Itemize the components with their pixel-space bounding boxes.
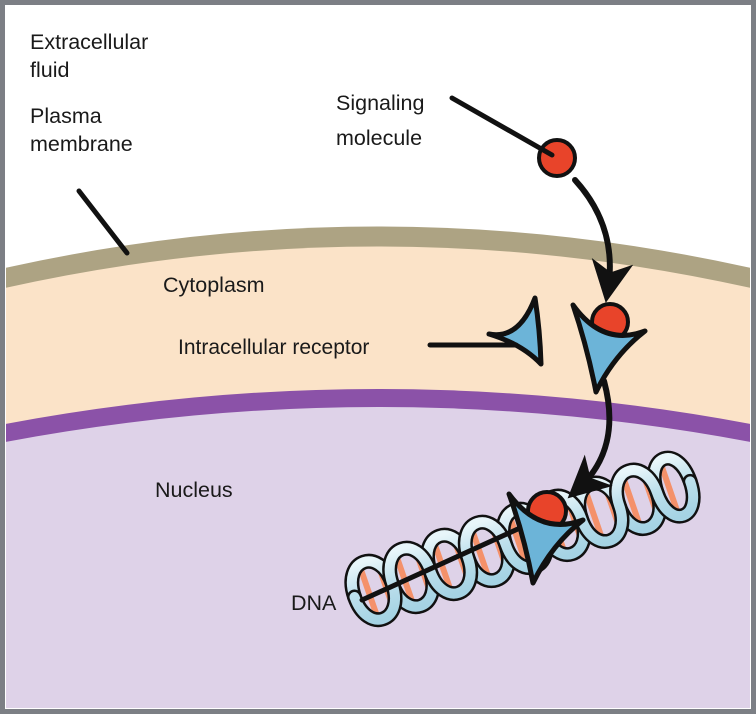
label-plasma-membrane-line2: membrane (30, 132, 133, 156)
label-signaling-molecule-line2: molecule (336, 126, 422, 150)
label-cytoplasm: Cytoplasm (163, 273, 265, 297)
label-nucleus: Nucleus (155, 478, 233, 502)
receptor-bound-cytoplasm (570, 302, 648, 395)
label-extracellular-fluid-line1: Extracellular (30, 30, 148, 54)
label-plasma-membrane-line1: Plasma (30, 104, 102, 128)
label-signaling-molecule-line1: Signaling (336, 91, 424, 115)
label-extracellular-fluid-line2: fluid (30, 58, 69, 82)
arrow-into-cell (572, 177, 634, 303)
leader-line-dna (359, 525, 523, 603)
leader-line-signaling-molecule (449, 95, 555, 158)
label-intracellular-receptor: Intracellular receptor (178, 336, 369, 359)
receptor-bound-cytoplasm-complex (570, 302, 648, 395)
label-dna: DNA (291, 591, 337, 615)
receptor-bound-dna (506, 491, 586, 586)
leader-line-plasma-membrane (76, 188, 130, 256)
receptor-bound-dna-complex (506, 490, 586, 586)
arrow-into-nucleus (567, 378, 613, 499)
receptor-unbound (486, 295, 544, 367)
signaling-molecule-extracellular (537, 138, 577, 178)
